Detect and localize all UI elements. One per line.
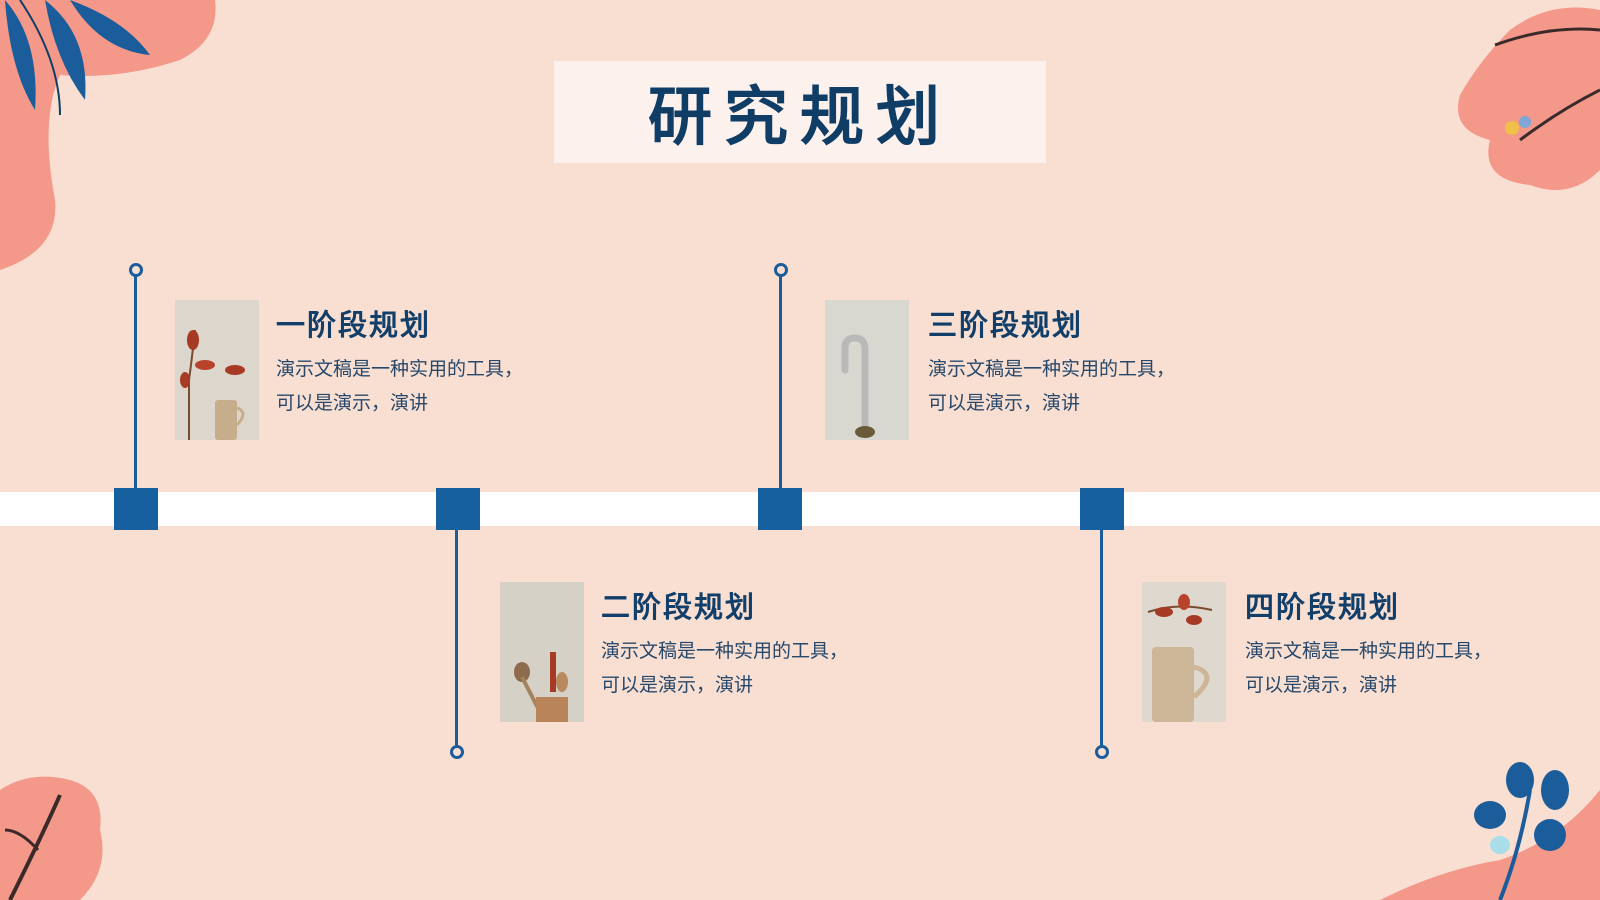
stage-1-connector: [134, 274, 137, 490]
page-title: 研究规划: [648, 80, 952, 155]
stage-4-dot: [1095, 745, 1109, 759]
bottom-right-leaf-decoration: [1380, 762, 1600, 900]
top-left-leaf-decoration: [0, 0, 216, 270]
stage-4-description: 演示文稿是一种实用的工具，可以是演示，演讲: [1245, 640, 1493, 696]
top-right-tree-decoration: [1458, 7, 1600, 190]
stage-4-connector: [1100, 528, 1103, 746]
stage-3-description: 演示文稿是一种实用的工具，可以是演示，演讲: [928, 358, 1176, 414]
stage-1-title: 一阶段规划: [276, 308, 432, 342]
stage-2-dot: [450, 745, 464, 759]
stage-1-description: 演示文稿是一种实用的工具，可以是演示，演讲: [276, 358, 524, 414]
plant-vase-photo: [175, 300, 259, 440]
faucet-photo: [825, 300, 909, 440]
jug-leaves-photo: [1142, 582, 1226, 722]
stage-3-title: 三阶段规划: [928, 308, 1084, 342]
stage-3-dot: [774, 263, 788, 277]
bottom-left-tree-decoration: [0, 776, 103, 900]
stage-1-dot: [129, 263, 143, 277]
stage-4-marker: [1080, 488, 1124, 530]
title-box: 研究规划: [554, 61, 1046, 163]
stage-3-connector: [779, 274, 782, 490]
stage-4-title: 四阶段规划: [1245, 590, 1401, 624]
stage-3-marker: [758, 488, 802, 530]
stage-1-marker: [114, 488, 158, 530]
stage-2-description: 演示文稿是一种实用的工具，可以是演示，演讲: [601, 640, 849, 696]
stage-2-connector: [455, 528, 458, 746]
stage-2-title: 二阶段规划: [601, 590, 757, 624]
utensils-photo: [500, 582, 584, 722]
stage-2-marker: [436, 488, 480, 530]
